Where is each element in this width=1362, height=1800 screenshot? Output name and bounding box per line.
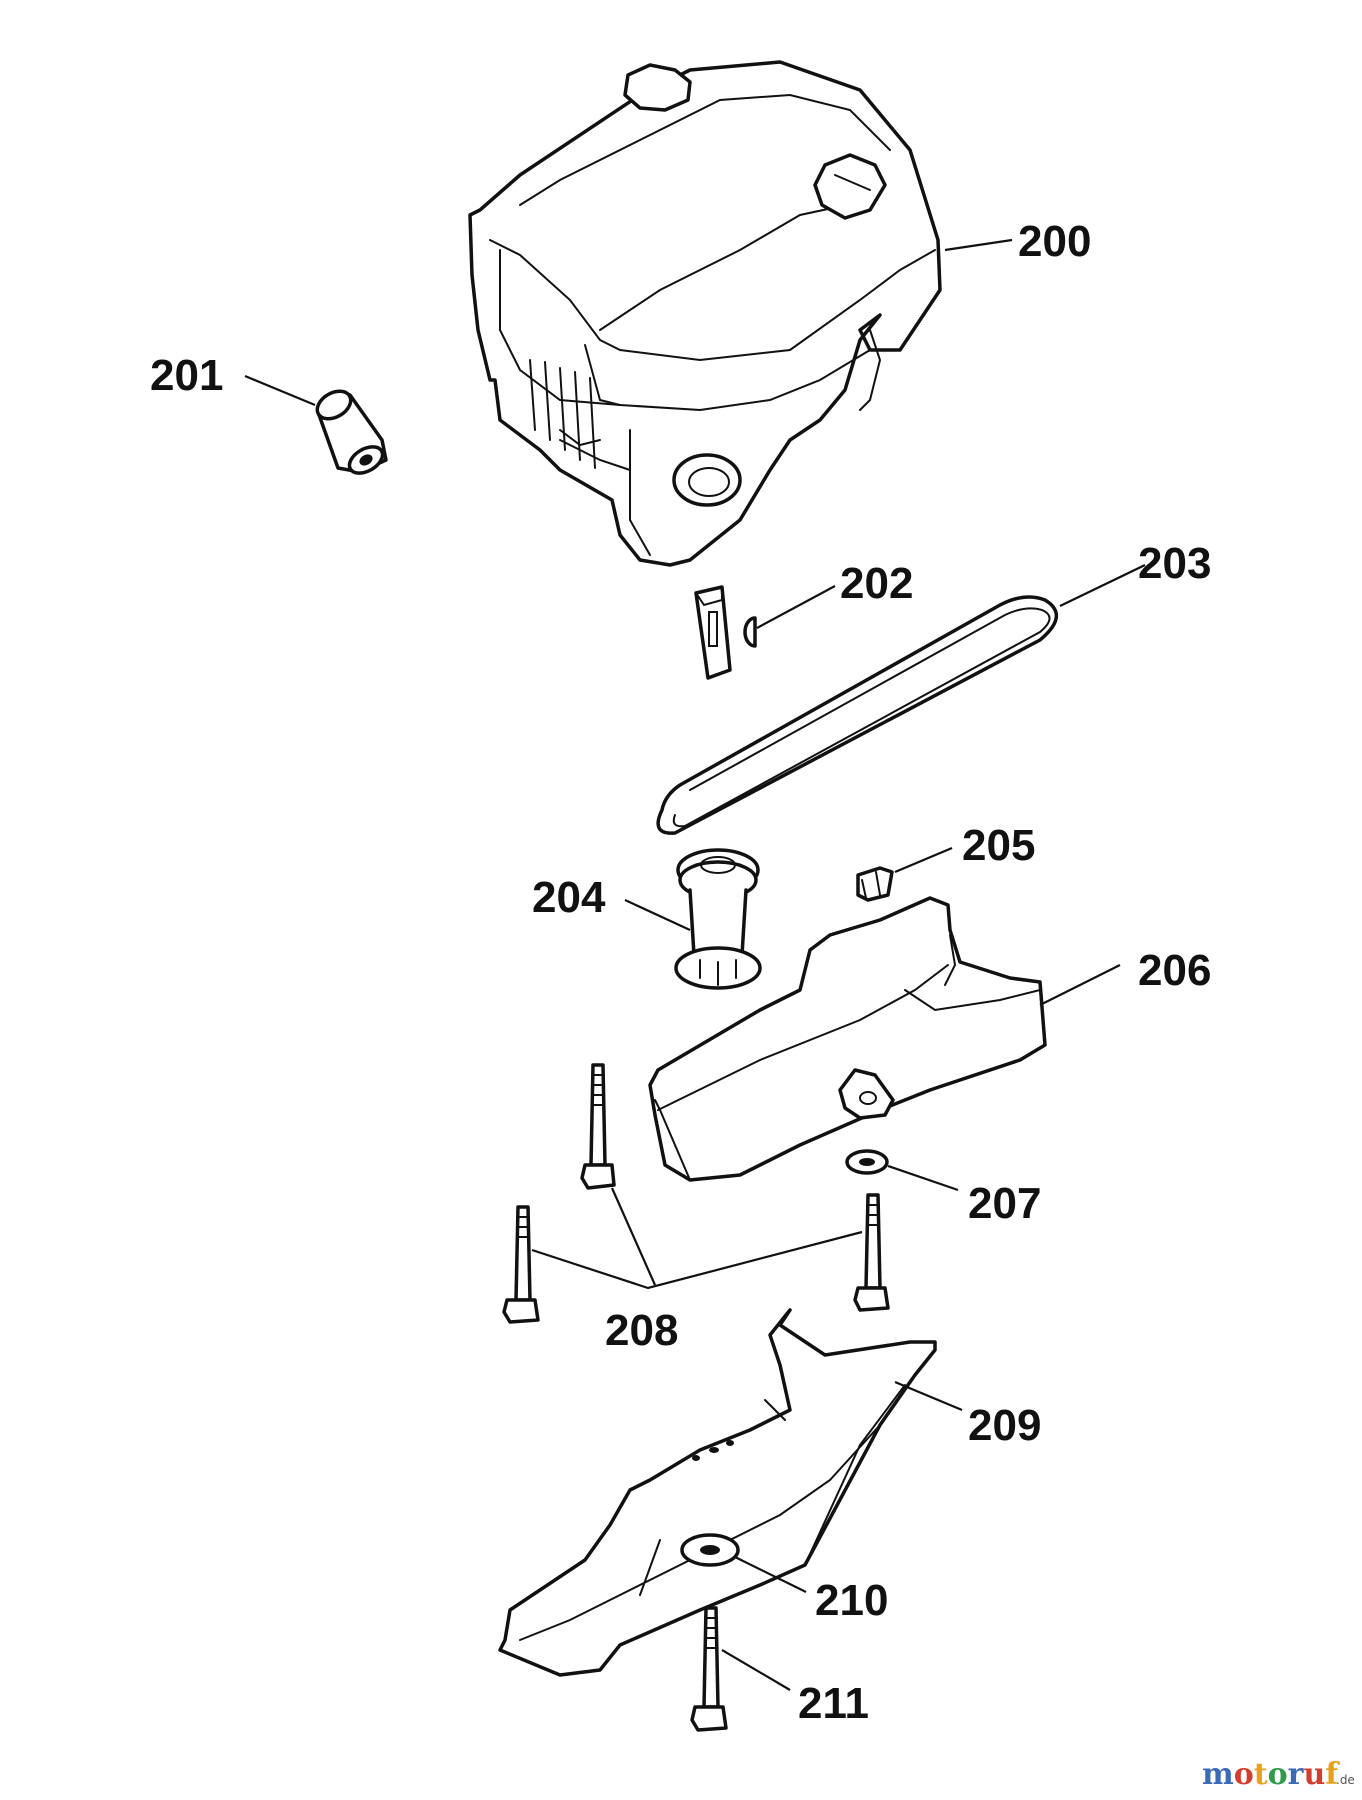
leader-line — [734, 1556, 807, 1593]
bolt-211 — [690, 1606, 728, 1732]
spacer-201 — [315, 389, 388, 475]
part-label-204: 204 — [532, 873, 606, 922]
part-label-207: 207 — [968, 1179, 1041, 1228]
key-202 — [694, 585, 757, 680]
part-label-208: 208 — [605, 1306, 678, 1355]
leader-line — [610, 1187, 657, 1286]
svg-text:motoruf: motoruf — [1202, 1757, 1340, 1792]
part-label-200: 200 — [1018, 217, 1091, 266]
guard-206 — [648, 896, 1047, 1182]
leader-line — [944, 238, 1013, 252]
leader-line — [531, 1230, 863, 1290]
leader-line — [756, 585, 836, 629]
part-label-201: 201 — [150, 351, 223, 400]
bolt-208-a — [580, 1063, 616, 1190]
washer-210 — [680, 1533, 740, 1567]
pulley-204 — [674, 848, 762, 990]
washer-207 — [845, 1149, 889, 1175]
leader-line — [624, 899, 691, 931]
leader-line — [1059, 564, 1146, 607]
part-label-209: 209 — [968, 1401, 1041, 1450]
engine-200 — [468, 60, 942, 567]
leader-line — [894, 1380, 963, 1412]
belt-203 — [656, 595, 1058, 835]
leader-line — [244, 374, 316, 407]
leader-line — [887, 1164, 959, 1192]
part-label-205: 205 — [962, 821, 1035, 870]
leader-line — [721, 1649, 791, 1691]
part-label-203: 203 — [1138, 539, 1211, 588]
watermark-logo: motoruf .de — [1202, 1757, 1355, 1792]
part-label-210: 210 — [815, 1576, 888, 1625]
leader-line — [1039, 964, 1121, 1006]
bolt-208-b — [502, 1205, 540, 1324]
part-label-202: 202 — [840, 559, 913, 608]
clip-205 — [856, 866, 894, 902]
bolt-208-c — [853, 1193, 890, 1312]
part-label-211: 211 — [798, 1679, 869, 1728]
part-label-206: 206 — [1138, 946, 1211, 995]
svg-text:.de: .de — [1336, 1773, 1355, 1787]
leader-line — [894, 846, 953, 874]
